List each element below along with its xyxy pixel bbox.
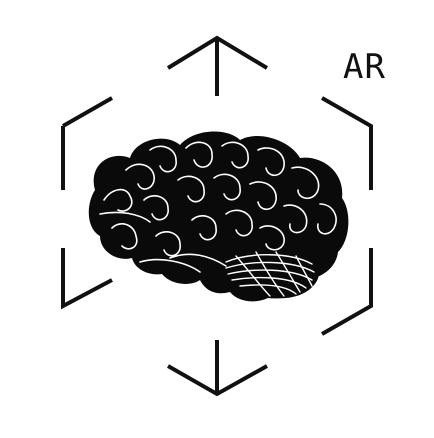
- bottom-arrow: [167, 340, 268, 397]
- brain-illustration: [88, 131, 349, 302]
- right-bottom-bracket: [321, 248, 373, 336]
- cerebellum-lines: [225, 251, 315, 297]
- ar-frame-lines: [61, 35, 373, 397]
- left-top-bracket: [61, 96, 113, 190]
- left-bottom-bracket: [61, 248, 113, 310]
- top-arrow: [166, 35, 269, 96]
- brain-gyri-lines: [99, 141, 337, 273]
- right-top-bracket: [321, 96, 373, 190]
- ar-badge-label: AR: [343, 47, 386, 87]
